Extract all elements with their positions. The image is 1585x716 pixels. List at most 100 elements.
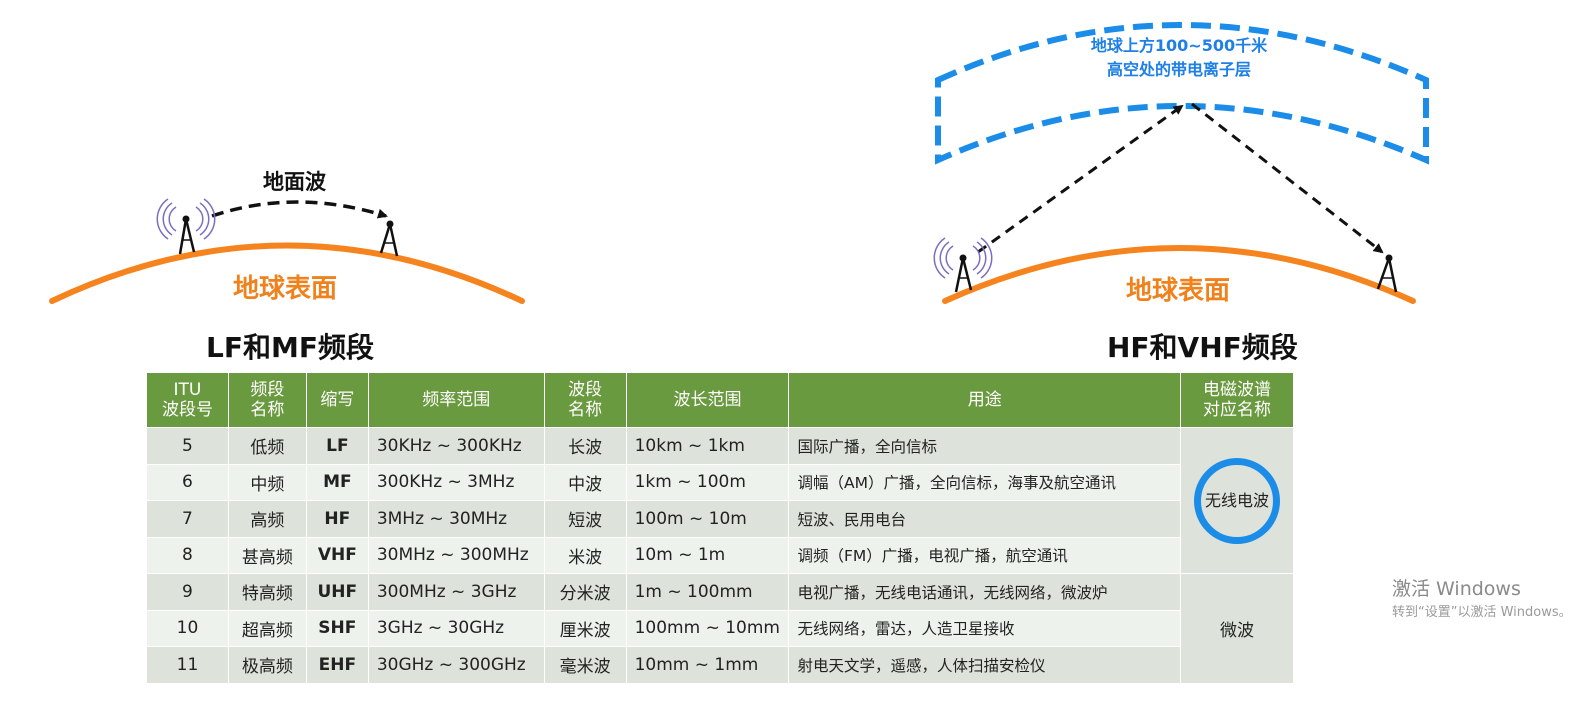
cell-abbr: LF xyxy=(305,427,369,465)
header-text: 频率范围 xyxy=(422,390,491,410)
right-earth-label: 地球表面 xyxy=(1126,276,1231,306)
header-wavelength-range: 波长范围 xyxy=(625,372,790,428)
header-text: 波长范围 xyxy=(673,390,742,410)
header-spectrum-name: 电磁波谱对应名称 xyxy=(1179,372,1295,428)
cell-wave-name: 长波 xyxy=(543,427,627,465)
header-text: 波段 xyxy=(568,380,603,400)
transmit-tower-icon-right xyxy=(933,237,993,293)
transmit-tower-icon-left xyxy=(156,198,216,255)
ionosphere-line2: 高空处的带电离子层 xyxy=(1106,60,1251,79)
cell-wave-name: 毫米波 xyxy=(543,646,627,684)
cell-abbr: HF xyxy=(305,500,369,538)
lf-mf-band-title: LF和MF频段 xyxy=(206,331,374,364)
cell-frequency: 3MHz ~ 30MHz xyxy=(367,500,545,538)
cell-wave-name: 分米波 xyxy=(543,573,627,611)
cell-wavelength: 10mm ~ 1mm xyxy=(625,646,790,684)
sky-wave-down-arrow xyxy=(1191,102,1384,254)
ground-wave-arrow xyxy=(211,200,388,219)
receive-tower-icon-left xyxy=(379,220,399,257)
header-frequency-range: 频率范围 xyxy=(367,372,545,428)
cell-itu: 8 xyxy=(146,536,229,574)
cell-usage: 调频（FM）广播，电视广播，航空通讯 xyxy=(788,536,1181,574)
header-band-name: 频段名称 xyxy=(227,372,307,428)
spectrum-radio-wave-cell: 无线电波 xyxy=(1179,427,1295,574)
header-text: 缩写 xyxy=(320,390,355,410)
cell-frequency: 300MHz ~ 3GHz xyxy=(367,573,545,611)
header-text: 名称 xyxy=(250,400,285,420)
right-earth-arc xyxy=(942,245,1416,304)
header-text: 电磁波谱 xyxy=(1202,380,1271,400)
cell-usage: 调幅（AM）广播，全向信标，海事及航空通讯 xyxy=(788,463,1181,501)
cell-usage: 射电天文学，遥感，人体扫描安检仪 xyxy=(788,646,1181,684)
header-abbreviation: 缩写 xyxy=(305,372,369,428)
cell-usage: 无线网络，雷达，人造卫星接收 xyxy=(788,609,1181,647)
header-text: 用途 xyxy=(967,390,1002,410)
ground-wave-label: 地面波 xyxy=(263,170,326,194)
cell-itu: 5 xyxy=(146,427,229,465)
cell-band-name: 超高频 xyxy=(227,609,307,647)
cell-band-name: 极高频 xyxy=(227,646,307,684)
cell-usage: 电视广播，无线电话通讯，无线网络，微波炉 xyxy=(788,573,1181,611)
cell-wavelength: 100mm ~ 10mm xyxy=(625,609,790,647)
cell-abbr: SHF xyxy=(305,609,369,647)
header-text: 频段 xyxy=(250,380,285,400)
header-text: ITU xyxy=(173,380,202,400)
cell-band-name: 特高频 xyxy=(227,573,307,611)
cell-wavelength: 1m ~ 100mm xyxy=(625,573,790,611)
header-wave-band-name: 波段名称 xyxy=(543,372,627,428)
cell-abbr: VHF xyxy=(305,536,369,574)
cell-wavelength: 100m ~ 10m xyxy=(625,500,790,538)
cell-band-name: 低频 xyxy=(227,427,307,465)
cell-frequency: 3GHz ~ 30GHz xyxy=(367,609,545,647)
cell-usage: 国际广播，全向信标 xyxy=(788,427,1181,465)
spectrum-microwave-cell: 微波 xyxy=(1179,573,1295,684)
cell-band-name: 高频 xyxy=(227,500,307,538)
cell-wave-name: 中波 xyxy=(543,463,627,501)
cell-wavelength: 1km ~ 100m xyxy=(625,463,790,501)
cell-itu: 9 xyxy=(146,573,229,611)
hf-vhf-band-title: HF和VHF频段 xyxy=(1107,331,1298,364)
cell-wavelength: 10km ~ 1km xyxy=(625,427,790,465)
ionosphere-layer xyxy=(935,22,1429,165)
cell-frequency: 30KHz ~ 300KHz xyxy=(367,427,545,465)
ionosphere-label: 地球上方100~500千米 高空处的带电离子层 xyxy=(1060,34,1298,82)
header-usage: 用途 xyxy=(788,372,1181,428)
cell-abbr: UHF xyxy=(305,573,369,611)
header-text: 对应名称 xyxy=(1202,400,1271,420)
cell-usage: 短波、民用电台 xyxy=(788,500,1181,538)
sky-wave-up-arrow xyxy=(977,104,1184,254)
cell-wave-name: 米波 xyxy=(543,536,627,574)
ionosphere-line1: 地球上方100~500千米 xyxy=(1090,36,1268,55)
receive-tower-icon-right xyxy=(1376,254,1398,293)
cell-frequency: 30GHz ~ 300GHz xyxy=(367,646,545,684)
cell-abbr: MF xyxy=(305,463,369,501)
header-text: 波段号 xyxy=(161,400,213,420)
cell-itu: 7 xyxy=(146,500,229,538)
cell-band-name: 甚高频 xyxy=(227,536,307,574)
cell-itu: 10 xyxy=(146,609,229,647)
left-earth-label: 地球表面 xyxy=(233,274,338,304)
activation-watermark-subtitle: 转到“设置”以激活 Windows。 xyxy=(1392,605,1572,620)
cell-frequency: 300KHz ~ 3MHz xyxy=(367,463,545,501)
cell-itu: 6 xyxy=(146,463,229,501)
header-text: 名称 xyxy=(568,400,603,420)
cell-itu: 11 xyxy=(146,646,229,684)
cell-frequency: 30MHz ~ 300MHz xyxy=(367,536,545,574)
activation-watermark-title: 激活 Windows xyxy=(1392,578,1521,600)
cell-band-name: 中频 xyxy=(227,463,307,501)
cell-wave-name: 厘米波 xyxy=(543,609,627,647)
cell-wavelength: 10m ~ 1m xyxy=(625,536,790,574)
cell-wave-name: 短波 xyxy=(543,500,627,538)
cell-abbr: EHF xyxy=(305,646,369,684)
left-earth-arc xyxy=(49,242,525,304)
